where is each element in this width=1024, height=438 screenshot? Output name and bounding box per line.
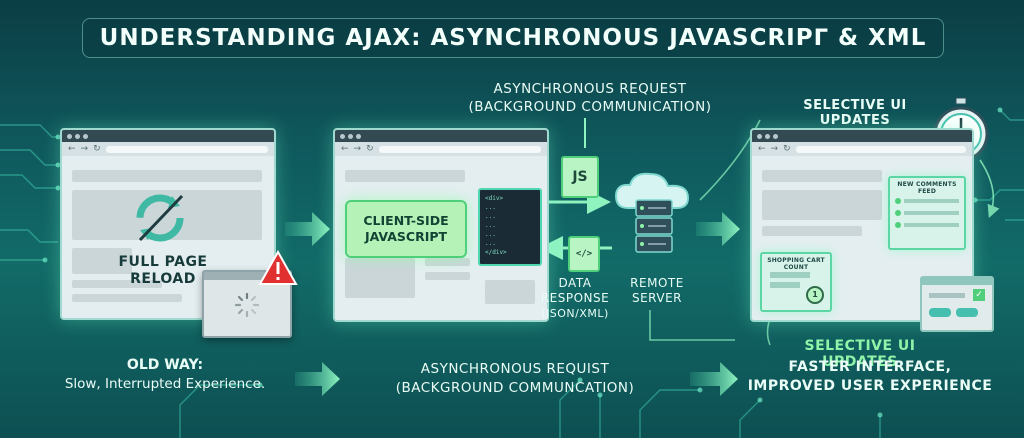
cloud-server-icon — [614, 172, 690, 253]
middle-bottom-line2: (BACKGROUND COMMUNCATION) — [395, 380, 635, 396]
feed-title: NEW COMMENTS FEED — [897, 181, 957, 195]
code-line: ... — [485, 204, 496, 211]
page-title: UNDERSTANDING AJAX: ASYNCHRONOUS JAVASCR… — [99, 25, 927, 51]
selective-ui-bottom-label: SELECTIVE UI UPDATES — [804, 338, 916, 370]
flow-arrow-1 — [285, 212, 330, 246]
reload-icon — [136, 194, 184, 242]
code-line: <div> — [485, 195, 504, 202]
top-request-line2: (BACKGROUND COMMUNICATION) — [468, 99, 712, 115]
shopping-cart-widget: SHOPPING CART COUNT 1 — [760, 252, 832, 312]
remote-server-line2: SERVER — [631, 291, 682, 305]
new-comments-feed: NEW COMMENTS FEED — [888, 176, 966, 250]
code-line: ... — [485, 222, 496, 229]
checkmark-icon: ✓ — [973, 289, 985, 301]
top-request-label: ASYNCHRONOUS REQUEST (BACKGROUND COMMUNI… — [450, 80, 730, 116]
remote-server-label: REMOTE SERVER — [620, 276, 694, 306]
cart-count-badge: 1 — [806, 286, 824, 304]
loading-popup — [202, 270, 292, 338]
middle-bottom-caption: ASYNCHRONOUS REQUIST (BACKGROUND COMMUNC… — [360, 360, 670, 398]
js-file-label: JS — [572, 169, 588, 185]
client-side-label: CLIENT-SIDE JAVASCRIPT — [363, 213, 449, 244]
client-side-javascript-box: CLIENT-SIDE JAVASCRIPT — [345, 200, 467, 258]
code-editor-panel: <div> ... ... ... ... ... </div> — [478, 188, 542, 266]
code-line: </div> — [485, 249, 507, 256]
bottom-arrow-1 — [295, 362, 340, 396]
data-response-label: DATA RESPONSE (JSON/XML) — [540, 276, 610, 321]
code-line: ... — [485, 213, 496, 220]
title-banner: UNDERSTANDING AJAX: ASYNCHRONOUS JAVASCR… — [82, 18, 944, 58]
code-line: ... — [485, 231, 496, 238]
full-page-reload-label: FULL PAGE RELOAD — [118, 254, 208, 287]
bottom-arrow-2 — [690, 362, 738, 396]
selective-ui-top-label: SELECTIVE UI UPDATES — [803, 98, 907, 128]
code-line: ... — [485, 240, 496, 247]
faster-interface-caption: FASTER INTERFACE, IMPROVED USER EXPERIEN… — [740, 358, 1000, 396]
faster-interface-line2: IMPROVED USER EXPERIENCE — [747, 378, 993, 394]
js-file-icon: JS — [561, 156, 599, 198]
top-request-line1: ASYNCHRONOUS REQUEST — [493, 81, 687, 97]
data-response-line3: (JSON/XML) — [541, 307, 609, 320]
old-way-text: Slow, Interrupted Experience. — [64, 376, 266, 392]
faster-interface-line1: FASTER INTERFACE, — [788, 359, 952, 375]
data-response-line1: DATA — [558, 276, 592, 290]
confirmation-panel: ✓ — [920, 276, 994, 332]
remote-server-line1: REMOTE — [630, 276, 684, 290]
old-way-caption: OLD WAY: Slow, Interrupted Experience. — [40, 356, 290, 394]
cart-title: SHOPPING CART COUNT — [767, 257, 825, 271]
code-file-icon: </> — [568, 236, 600, 272]
flow-arrow-2 — [696, 212, 740, 246]
warning-icon — [258, 250, 298, 285]
loading-spinner-icon — [234, 292, 260, 318]
middle-bottom-line1: ASYNCHRONOUS REQUIST — [420, 361, 610, 377]
data-response-line2: RESPONSE — [540, 291, 610, 305]
old-way-title: OLD WAY: — [126, 357, 204, 373]
